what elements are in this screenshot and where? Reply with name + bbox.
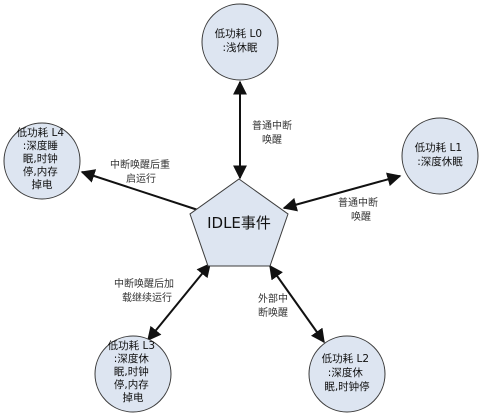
edge-label-l0: 普通中断 唤醒 [252, 119, 295, 146]
edge-label-l2: 外部中 断唤醒 [258, 292, 291, 319]
node-l2-label: 低功耗 L2 :深度休 眠,时钟停 [322, 352, 373, 393]
arrow-center-l3 [147, 262, 211, 342]
node-l1-circle [401, 117, 479, 195]
arrow-center-l1 [282, 172, 402, 212]
node-l0: 低功耗 L0 :浅休眠 [201, 3, 279, 81]
node-l4-label: 低功耗 L4 :深度睡 眠,时钟 停,内存 掉电 [17, 126, 68, 191]
center-node: IDLE事件 [189, 178, 289, 267]
node-l0-label: 低功耗 L0 :浅休眠 [215, 27, 266, 54]
node-l3-circle [94, 335, 172, 413]
node-l1: 低功耗 L1 :深度休眠 [401, 117, 479, 195]
center-pentagon [189, 178, 289, 267]
center-label: IDLE事件 [207, 214, 271, 232]
node-l2-circle [308, 335, 386, 413]
node-l2: 低功耗 L2 :深度休 眠,时钟停 [308, 335, 386, 413]
arrows [80, 80, 402, 344]
node-l3: 低功耗 L3 :深度休 眠,时钟 停,内存 掉电 [94, 335, 172, 413]
node-l4-circle [3, 122, 81, 200]
edge-label-l3: 中断唤醒后加 载继续运行 [114, 277, 177, 304]
node-l3-label: 低功耗 L3 :深度休 眠,时钟 停,内存 掉电 [108, 339, 159, 404]
node-l0-circle [201, 3, 279, 81]
edge-label-l4: 中断唤醒后重 启运行 [110, 158, 173, 185]
center-label-line: IDLE事件 [207, 214, 271, 232]
arrow-center-l2 [269, 264, 325, 344]
node-l4: 低功耗 L4 :深度睡 眠,时钟 停,内存 掉电 [3, 122, 81, 200]
arrow-center-l4 [80, 169, 199, 211]
node-l1-label: 低功耗 L1 :深度休眠 [415, 141, 466, 168]
edge-label-l1: 普通中断 唤醒 [338, 196, 381, 223]
